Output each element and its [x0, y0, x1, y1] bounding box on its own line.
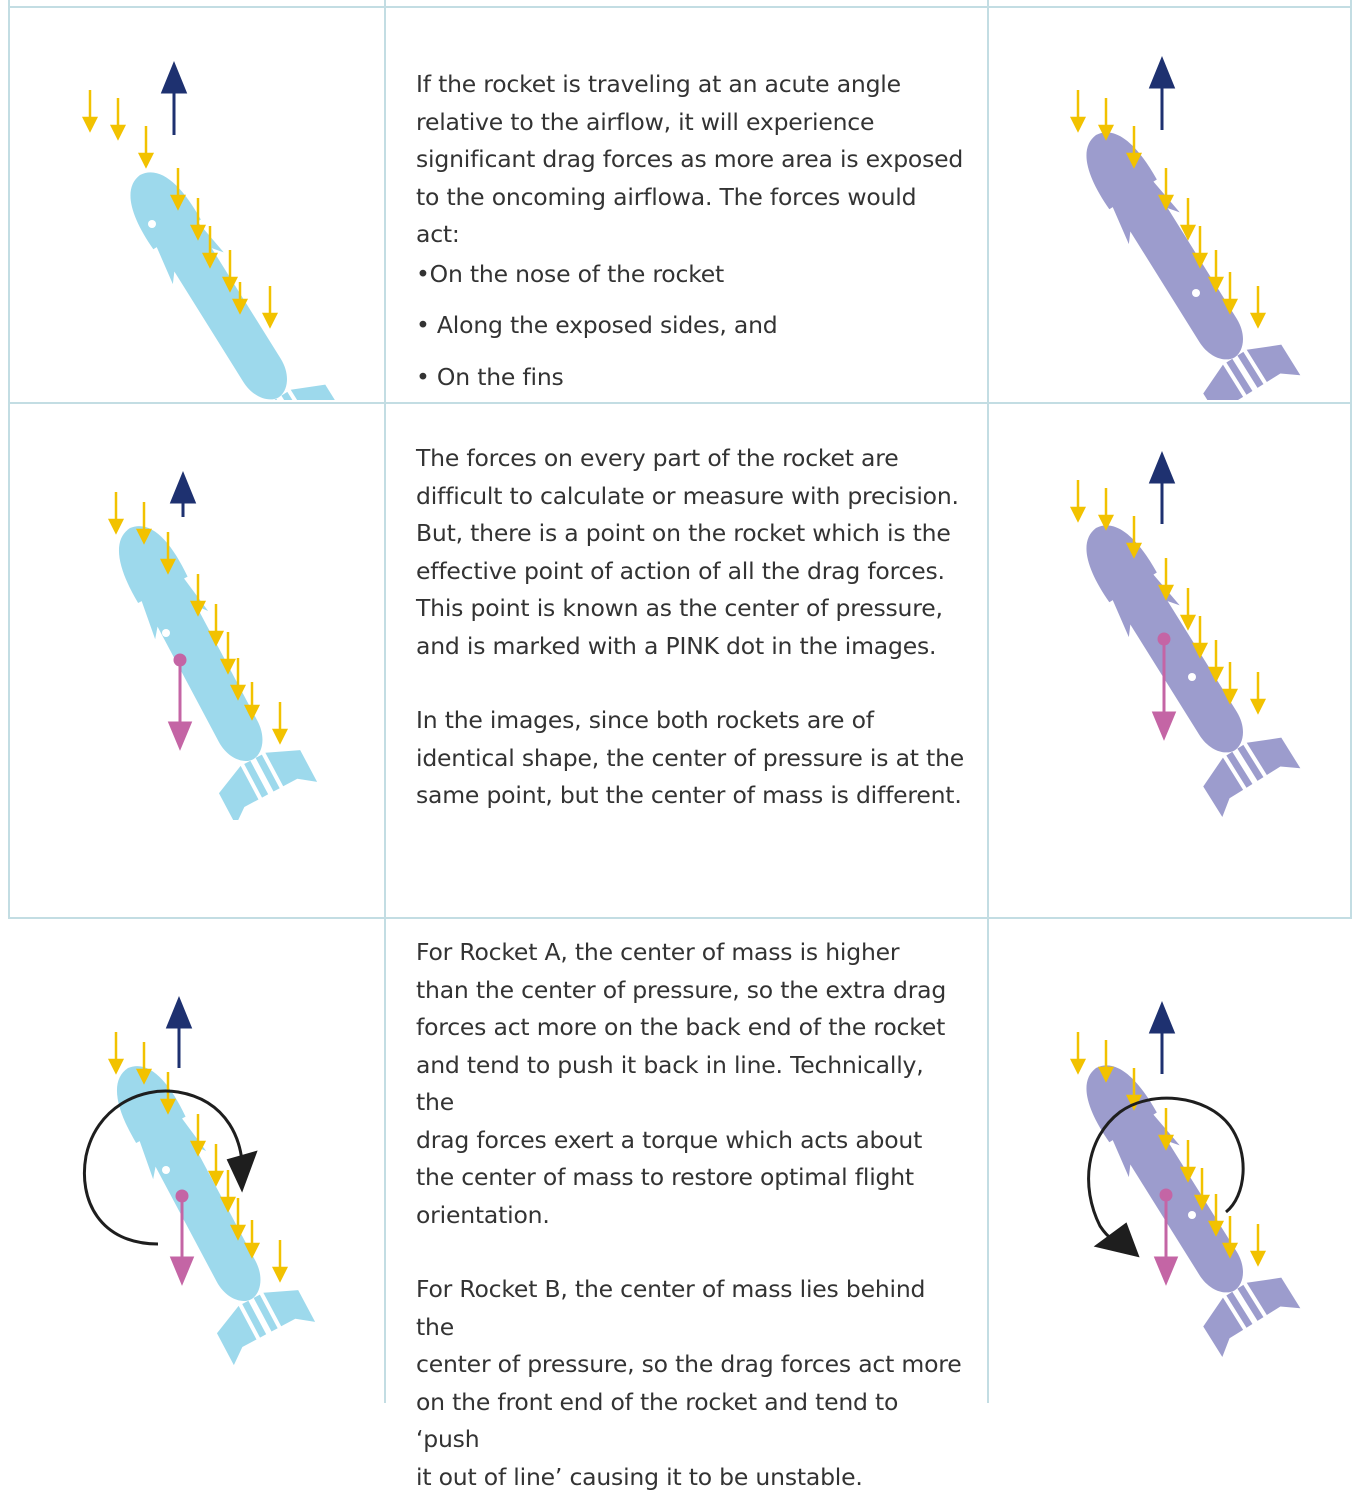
center-of-mass-dot — [162, 629, 170, 637]
rocket-a-diagram-row2 — [40, 440, 340, 820]
grid-line-right — [987, 0, 989, 1403]
thrust-arrow — [1151, 1005, 1173, 1074]
grid-line-row1 — [8, 402, 1352, 404]
rocket-a — [87, 1046, 315, 1365]
rocket-b-diagram-row2 — [1040, 440, 1340, 820]
thrust-arrow — [168, 1000, 190, 1068]
rocket-b — [1057, 111, 1300, 400]
row3-line-1: For Rocket A, the center of mass is high… — [416, 934, 964, 972]
center-of-mass-dot — [148, 220, 156, 228]
center-of-mass-dot — [162, 1166, 170, 1174]
row1-bullet-2: • Along the exposed sides, and — [416, 307, 964, 345]
thrust-arrow — [163, 65, 185, 135]
row2-line-7: In the images, since both rockets are of — [416, 702, 964, 740]
row3-line-7: orientation. — [416, 1197, 964, 1235]
row2-line-6: and is marked with a PINK dot in the ima… — [416, 628, 964, 666]
row3-line-4: and tend to push it back in line. Techni… — [416, 1047, 964, 1122]
row3-line-11: it out of line’ causing it to be unstabl… — [416, 1459, 964, 1496]
row3-line-6: the center of mass to restore optimal fl… — [416, 1159, 964, 1197]
center-of-mass-dot — [1188, 1211, 1196, 1219]
center-of-mass-dot — [1192, 289, 1200, 297]
row2-line-3: But, there is a point on the rocket whic… — [416, 515, 964, 553]
row3-line-9: center of pressure, so the drag forces a… — [416, 1346, 964, 1384]
row3-line-3: forces act more on the back end of the r… — [416, 1009, 964, 1047]
thrust-arrow — [1151, 455, 1173, 524]
grid-line-top — [8, 6, 1352, 8]
rocket-b — [1057, 504, 1300, 817]
row2-text: The forces on every part of the rocket a… — [416, 440, 964, 815]
rocket-a-diagram-row3 — [40, 990, 340, 1370]
rocket-b — [1057, 1044, 1300, 1357]
grid-line-row2 — [8, 917, 1352, 919]
grid-line-outer-right — [1350, 0, 1352, 918]
center-of-mass-dot — [1188, 673, 1196, 681]
row2-line-8: identical shape, the center of pressure … — [416, 740, 964, 778]
row1-line-4: to the oncoming airflowa. The forces wou… — [416, 179, 964, 254]
row2-line-9: same point, but the center of mass is di… — [416, 777, 964, 815]
row1-bullet-1: •On the nose of the rocket — [416, 256, 964, 294]
rocket-b-diagram-row3 — [1040, 990, 1340, 1370]
row3-line-10: on the front end of the rocket and tend … — [416, 1384, 964, 1459]
rocket-a-diagram-row1 — [40, 40, 340, 400]
row1-line-3: significant drag forces as more area is … — [416, 141, 964, 179]
rocket-b-diagram-row1 — [1040, 40, 1340, 400]
row1-text: If the rocket is traveling at an acute a… — [416, 66, 964, 396]
row2-line-1: The forces on every part of the rocket a… — [416, 440, 964, 478]
row1-line-1: If the rocket is traveling at an acute a… — [416, 66, 964, 104]
thrust-arrow — [172, 475, 194, 517]
thrust-arrow — [1151, 60, 1173, 130]
grid-line-outer-left — [8, 0, 10, 918]
row3-line-8: For Rocket B, the center of mass lies be… — [416, 1271, 964, 1346]
grid-line-left — [384, 0, 386, 1403]
row3-text: For Rocket A, the center of mass is high… — [416, 934, 964, 1496]
row1-line-2: relative to the airflow, it will experie… — [416, 104, 964, 142]
row2-line-2: difficult to calculate or measure with p… — [416, 478, 964, 516]
rocket-a — [101, 151, 340, 400]
row2-line-5: This point is known as the center of pre… — [416, 590, 964, 628]
row3-line-2: than the center of pressure, so the extr… — [416, 972, 964, 1010]
row1-bullet-3: • On the fins — [416, 359, 964, 397]
row3-line-5: drag forces exert a torque which acts ab… — [416, 1122, 964, 1160]
row2-line-4: effective point of action of all the dra… — [416, 553, 964, 591]
rocket-a — [89, 506, 317, 820]
